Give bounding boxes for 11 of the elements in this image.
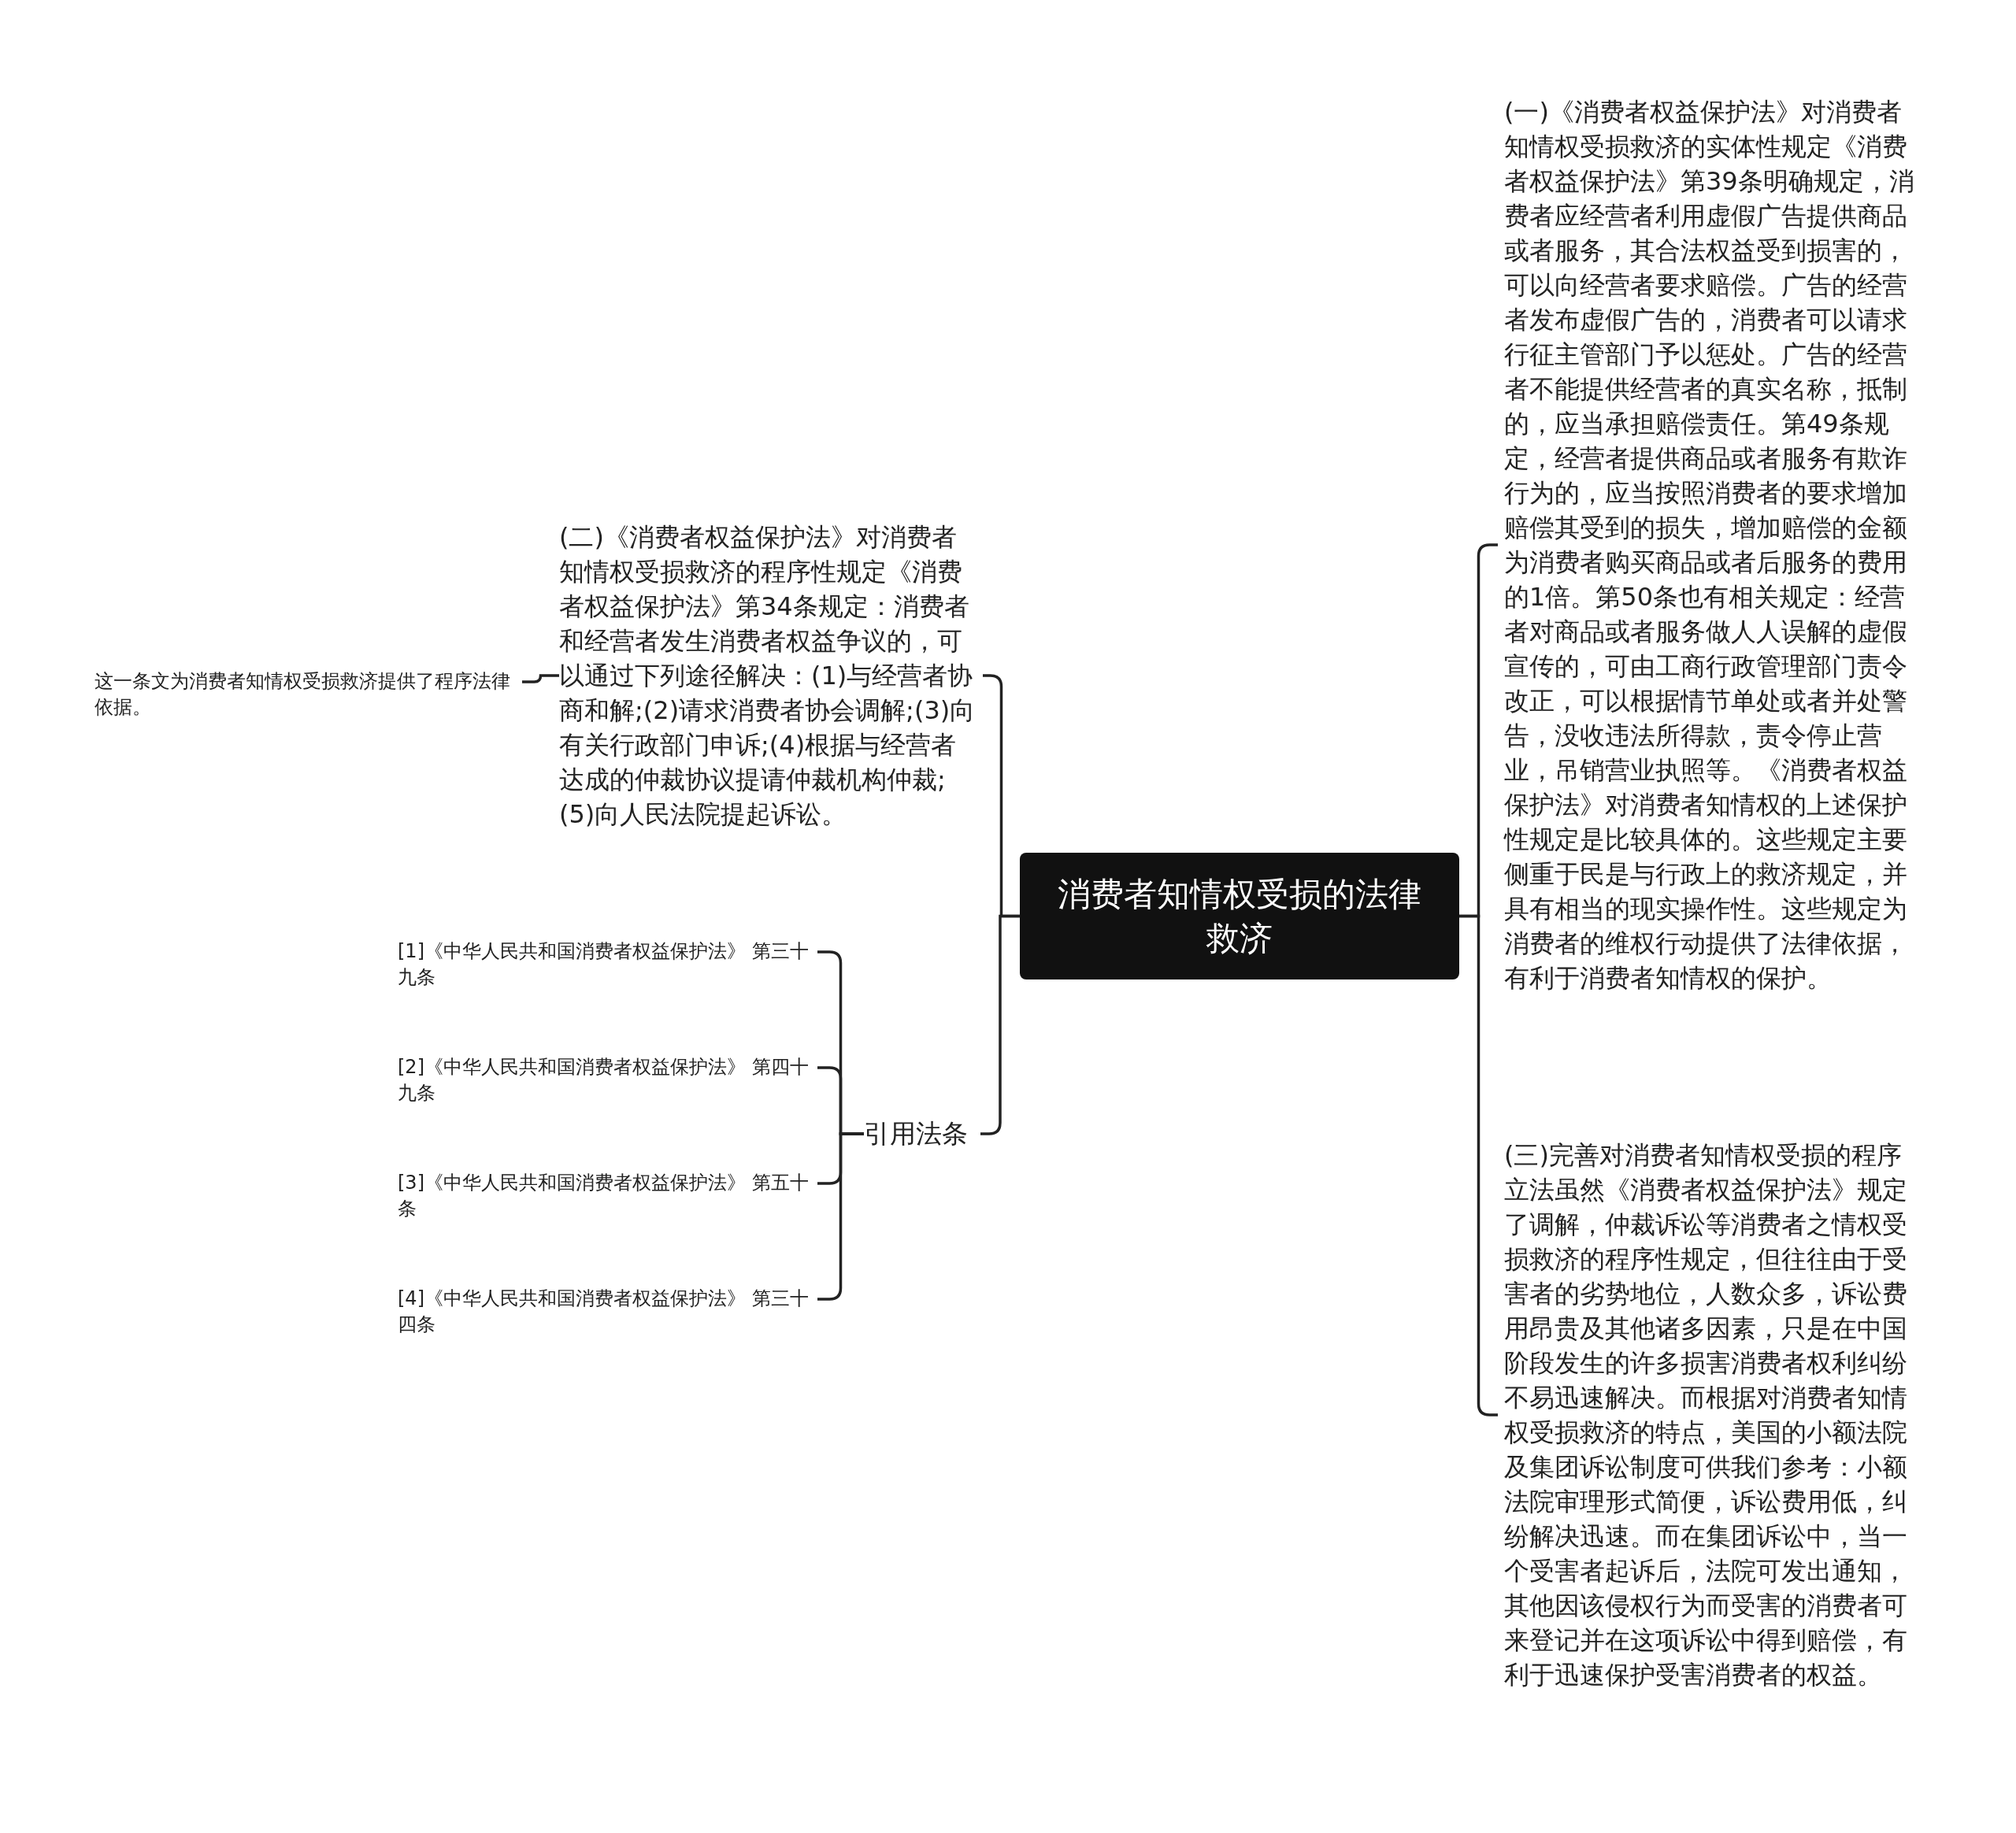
citation-text: [4]《中华人民共和国消费者权益保护法》 第三十四条: [398, 1286, 811, 1338]
topic-text: (一)《消费者权益保护法》对消费者知情权受损救济的实体性规定《消费者权益保护法》第39条明确规定，消费者应经营者利用虚假广告提供商品或者服务，其合法权益受到损害的，可以向经营者要求赔偿。广告的经营者发布虚假广告的，消费者可以请求行征主管部门予以惩处。广告的经营者不能提供经营者的真实名称，抵制的，应当承担赔偿责任。第49条规定，经营者提供商品或者服务有欺诈行为的，应当按照消费者的要求增加赔偿其受到的损失，增加赔偿的金额为消费者购买商品或者后服务的费用的1倍。第50条也有相关规定：经营者对商品或者服务做人人误解的虚假宣传的，可由工商行政管理部门责令改正，可以根据情节单处或者并处警告，没收违法所得款，责令停止营业，吊销营业执照等。《消费者权益保护法》对消费者知情权的上述保护性规定是比较具体的。这些规定主要侧重于民是与行政上的救济规定，并具有相当的现实操作性。这些规定为消费者的维权行动提供了法律依据，有利于消费者知情权的保护。: [1504, 94, 1922, 995]
topic-text: (三)完善对消费者知情权受损的程序立法虽然《消费者权益保护法》规定了调解，仲裁诉讼等消费者之情权受损救济的程序性规定，但往往由于受害者的劣势地位，人数众多，诉讼费用昂贵及其他诸多因素，只是在中国阶段发生的许多损害消费者权利纠纷不易迅速解决。而根据对消费者知情权受损救济的特点，美国的小额法院及集团诉讼制度可供我们参考：小额法院审理形式简便，诉讼费用低，纠纷解决迅速。而在集团诉讼中，当一个受害者起诉后，法院可发出通知，其他因该侵权行为而受害的消费者可来登记并在这项诉讼中得到赔偿，有利于迅速保护受害消费者的权益。: [1504, 1138, 1922, 1692]
topic-text: (二)《消费者权益保护法》对消费者知情权受损救济的程序性规定《消费者权益保护法》第34条规定：消费者和经营者发生消费者权益争议的，可以通过下列途径解决：(1)与经营者协商和解;(2)请求消费者协会调解;(3)向有关行政部门申诉;(4)根据与经营者达成的仲裁协议提请仲裁机构仲裁;(5)向人民法院提起诉讼。: [559, 520, 976, 831]
central-topic-box: 消费者知情权受损的法律救济: [1020, 853, 1459, 979]
topic-text: 引用法条: [864, 1118, 974, 1150]
note-text: 这一条文为消费者知情权受损救济提供了程序法律依据。: [94, 668, 516, 720]
citation-text: [3]《中华人民共和国消费者权益保护法》 第五十条: [398, 1170, 811, 1222]
citation-text: [2]《中华人民共和国消费者权益保护法》 第四十九条: [398, 1054, 811, 1106]
connector-line: [522, 674, 559, 683]
citation-text: [1]《中华人民共和国消费者权益保护法》 第三十九条: [398, 939, 811, 991]
